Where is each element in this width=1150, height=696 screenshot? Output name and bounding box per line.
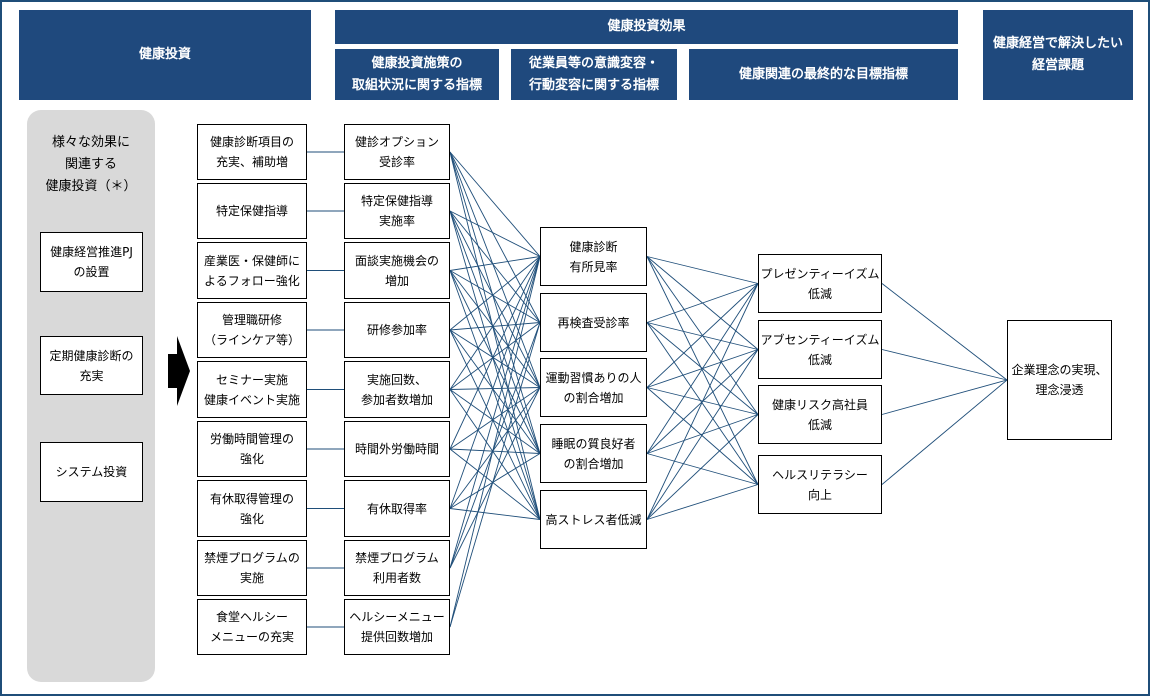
connector-goal-outcome [881,349,1008,381]
measure-box: 面談実施機会の 増加 [344,242,450,299]
connector-measure-behavior [449,329,541,520]
connector-measure-behavior [449,270,541,520]
header-kenko-toshi-koka: 健康投資効果 [335,10,958,44]
header-sub-mokuhyo: 健康関連の最終的な目標指標 [689,49,958,100]
left-item-pj: 健康経営推進PJ の設置 [40,232,143,292]
connector-goal-outcome [881,379,1008,485]
measure-box: 禁煙プログラム 利用者数 [344,540,450,596]
connector-behavior-goal [646,349,759,520]
left-item-system: システム投資 [40,442,143,502]
various-effects-title: 様々な効果に 関連する 健康投資（＊） [45,135,137,194]
investment-box: 食堂ヘルシー メニューの充実 [197,599,307,655]
connector-measure-behavior [449,210,541,323]
investment-box: 特定保健指導 [197,183,307,239]
connector-behavior-goal [646,484,759,520]
connector-measure-behavior [449,322,541,569]
connector-measure-behavior [449,256,541,509]
investment-box: 産業医・保健師に よるフォロー強化 [197,242,307,299]
investment-box: 禁煙プログラムの 実施 [197,540,307,596]
connector-measure-behavior [449,151,541,520]
header-sub-ishiki: 従業員等の意識変容・ 行動変容に関する指標 [511,49,677,100]
connector-measure-behavior [449,322,541,331]
connector-measure-behavior [449,210,541,454]
connector-behavior-goal [646,283,759,520]
connector-measure-behavior [449,453,541,509]
connector-measure-behavior [449,322,541,390]
behavior-box: 高ストレス者低減 [540,490,647,549]
connector-measure-behavior [449,387,541,450]
connector-measure-behavior [449,387,541,390]
goal-box: アブセンティーイズム 低減 [758,320,882,379]
connector-measure-behavior [449,448,541,454]
connector-behavior-goal [646,387,759,485]
connector-measure-behavior [449,256,541,271]
connector-measure-behavior [449,256,541,569]
behavior-box: 健康診断 有所見率 [540,227,647,286]
connector-measure-behavior [449,256,541,390]
measure-box: 有休取得率 [344,480,450,537]
connector-measure-behavior [449,151,541,257]
connector-measure-behavior [449,389,541,454]
measure-box: 実施回数、 参加者数増加 [344,361,450,418]
connector-measure-behavior [449,387,541,509]
connector-measure-behavior [449,210,541,520]
measure-box: 時間外労働時間 [344,421,450,477]
connector-behavior-goal [646,256,759,485]
connector-measure-behavior [449,256,541,628]
connector-measure-behavior [449,508,541,520]
header-kenko-toshi: 健康投資 [19,10,311,100]
goal-box: ヘルスリテラシー 向上 [758,455,882,514]
investment-box: セミナー実施 健康イベント実施 [197,361,307,418]
connector-measure-behavior [449,270,541,323]
connector-measure-behavior [449,389,541,520]
goal-box: プレゼンティーイズム 低減 [758,254,882,313]
measure-box: 健診オプション 受診率 [344,124,450,180]
connector-measure-behavior [449,151,541,323]
connector-measure-behavior [449,151,541,454]
connector-behavior-goal [646,322,759,485]
measure-box: 研修参加率 [344,302,450,358]
connector-goal-outcome [881,283,1008,381]
investment-box: 有休取得管理の 強化 [197,480,307,537]
connector-measure-behavior [449,329,541,454]
connector-behavior-goal [646,414,759,520]
connector-measure-behavior [449,270,541,388]
connector-measure-behavior [449,387,541,569]
investment-box: 管理職研修 （ラインケア等） [197,302,307,358]
header-kadai: 健康経営で解決したい 経営課題 [983,10,1133,100]
investment-box: 健康診断項目の 充実、補助増 [197,124,307,180]
connector-behavior-goal [646,453,759,485]
connector-measure-behavior [449,322,541,628]
connector-measure-behavior [449,448,541,520]
connector-measure-behavior [449,210,541,257]
right-arrow-icon [168,336,190,406]
header-sub-torikumi: 健康投資施策の 取組状況に関する指標 [335,49,499,100]
connector-measure-behavior [449,329,541,388]
connector-measure-behavior [449,151,541,388]
connector-behavior-goal [646,283,759,454]
connector-behavior-goal [646,256,759,284]
connector-measure-behavior [449,210,541,388]
connector-measure-behavior [449,270,541,454]
connector-goal-outcome [881,379,1008,415]
investment-box: 労働時間管理の 強化 [197,421,307,477]
left-item-kenshin: 定期健康診断の 充実 [40,336,143,395]
behavior-box: 睡眠の質良好者 の割合増加 [540,424,647,483]
connector-measure-behavior [449,256,541,450]
behavior-box: 再検査受診率 [540,293,647,352]
measure-box: ヘルシーメニュー 提供回数増加 [344,599,450,655]
connector-measure-behavior [449,256,541,331]
outcome-box: 企業理念の実現、 理念浸透 [1007,320,1112,440]
measure-box: 特定保健指導 実施率 [344,183,450,239]
behavior-box: 運動習慣ありの人 の割合増加 [540,358,647,417]
goal-box: 健康リスク高社員 低減 [758,385,882,444]
various-effects-panel [27,110,155,682]
connector-behavior-goal [646,283,759,323]
connector-behavior-goal [646,283,759,388]
